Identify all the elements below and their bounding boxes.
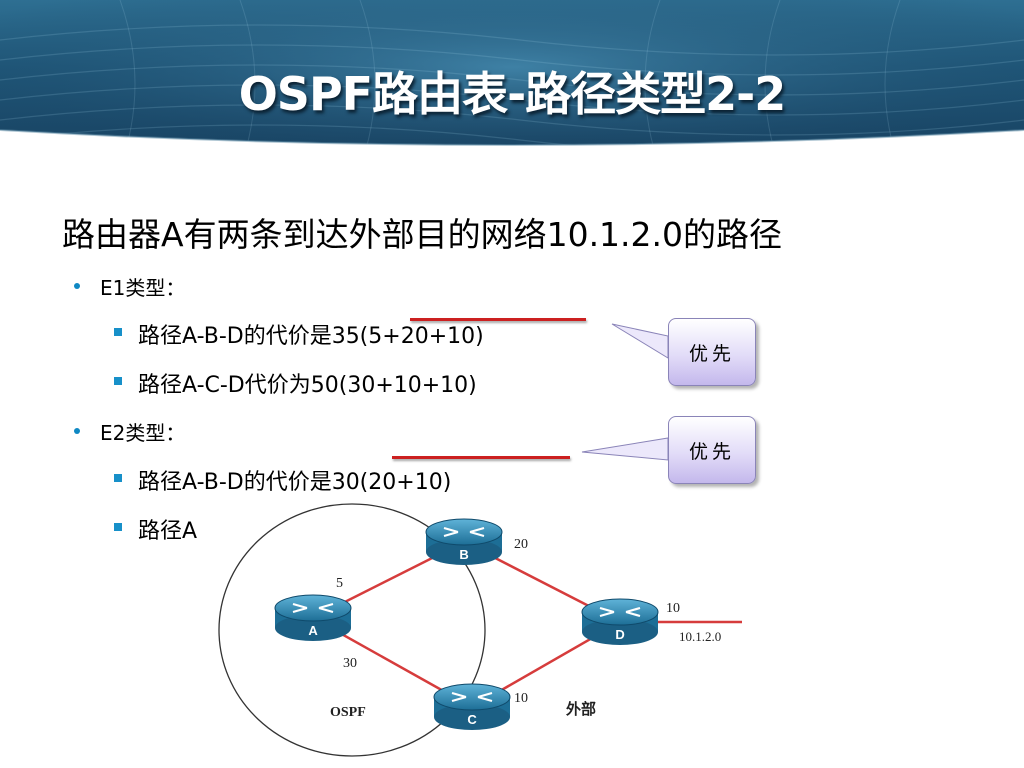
banner-decoration: [0, 0, 1024, 168]
callout-text: 优先: [688, 342, 735, 365]
bullet-dot: [74, 283, 80, 289]
router-label-d: D: [615, 627, 624, 642]
router-b-icon: B: [425, 518, 503, 565]
router-label-b: B: [459, 547, 468, 562]
router-d-icon: D: [581, 598, 659, 645]
callout-text: 优先: [688, 440, 735, 463]
highlight-line-e2: [392, 456, 570, 459]
e1-label: E1类型：: [100, 276, 186, 300]
slide-title: OSPF路由表-路径类型2-2: [238, 67, 787, 121]
e2-path-2: 路径A: [138, 519, 198, 544]
e2-path-1: 路径A-B-D的代价是30(20+10): [138, 470, 452, 495]
router-label-c: C: [467, 712, 477, 727]
external-area-label: 外部: [565, 700, 596, 718]
callout-preferred-e2: 优先: [668, 416, 756, 484]
callout-preferred-e1: 优先: [668, 318, 756, 386]
router-c-icon: C: [433, 683, 511, 730]
highlight-line-e1: [410, 318, 586, 321]
e1-path-2: 路径A-C-D代价为50(30+10+10): [138, 373, 477, 398]
e1-path-1: 路径A-B-D的代价是35(5+20+10): [138, 324, 484, 349]
headline: 路由器A有两条到达外部目的网络10.1.2.0的路径: [62, 215, 783, 254]
e2-label: E2类型：: [100, 421, 186, 445]
external-network-label: 10.1.2.0: [679, 629, 721, 644]
header-banner: OSPF路由表-路径类型2-2: [0, 0, 1024, 168]
bullet-square: [114, 523, 122, 531]
ospf-area-circle: [218, 503, 486, 757]
bullet-square: [114, 328, 122, 336]
cost-label-d-external: 10: [666, 601, 680, 616]
cost-label-a-c: 30: [343, 656, 357, 671]
cost-label-c-d: 10: [514, 691, 528, 706]
bullet-square: [114, 474, 122, 482]
router-label-a: A: [308, 623, 318, 638]
network-diagram: A B C D 5 30 20 10 10 10.1.2.0 OSPF 外部: [218, 503, 742, 757]
cost-label-a-b: 5: [336, 576, 343, 591]
ospf-area-label: OSPF: [330, 705, 366, 720]
bullet-dot: [74, 428, 80, 434]
router-a-icon: A: [274, 594, 352, 641]
bullet-square: [114, 377, 122, 385]
cost-label-b-d: 20: [514, 537, 528, 552]
